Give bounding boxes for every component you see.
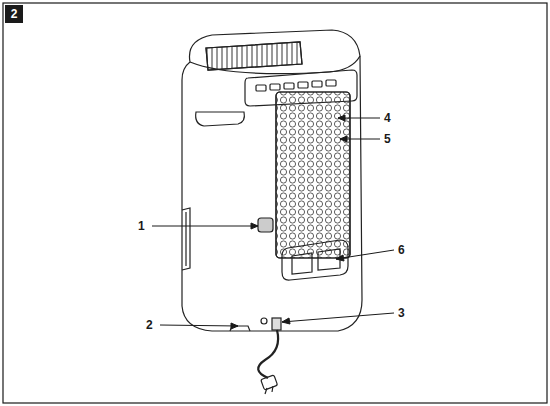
figure-number-badge: 2 bbox=[5, 5, 23, 23]
figure-number: 2 bbox=[11, 7, 18, 21]
callout-number: 5 bbox=[384, 132, 391, 146]
callout-number: 2 bbox=[146, 318, 153, 332]
callout-number: 4 bbox=[384, 111, 391, 125]
callout-number: 1 bbox=[138, 219, 145, 233]
callout-number: 6 bbox=[398, 243, 405, 257]
callout-number: 3 bbox=[398, 306, 405, 320]
